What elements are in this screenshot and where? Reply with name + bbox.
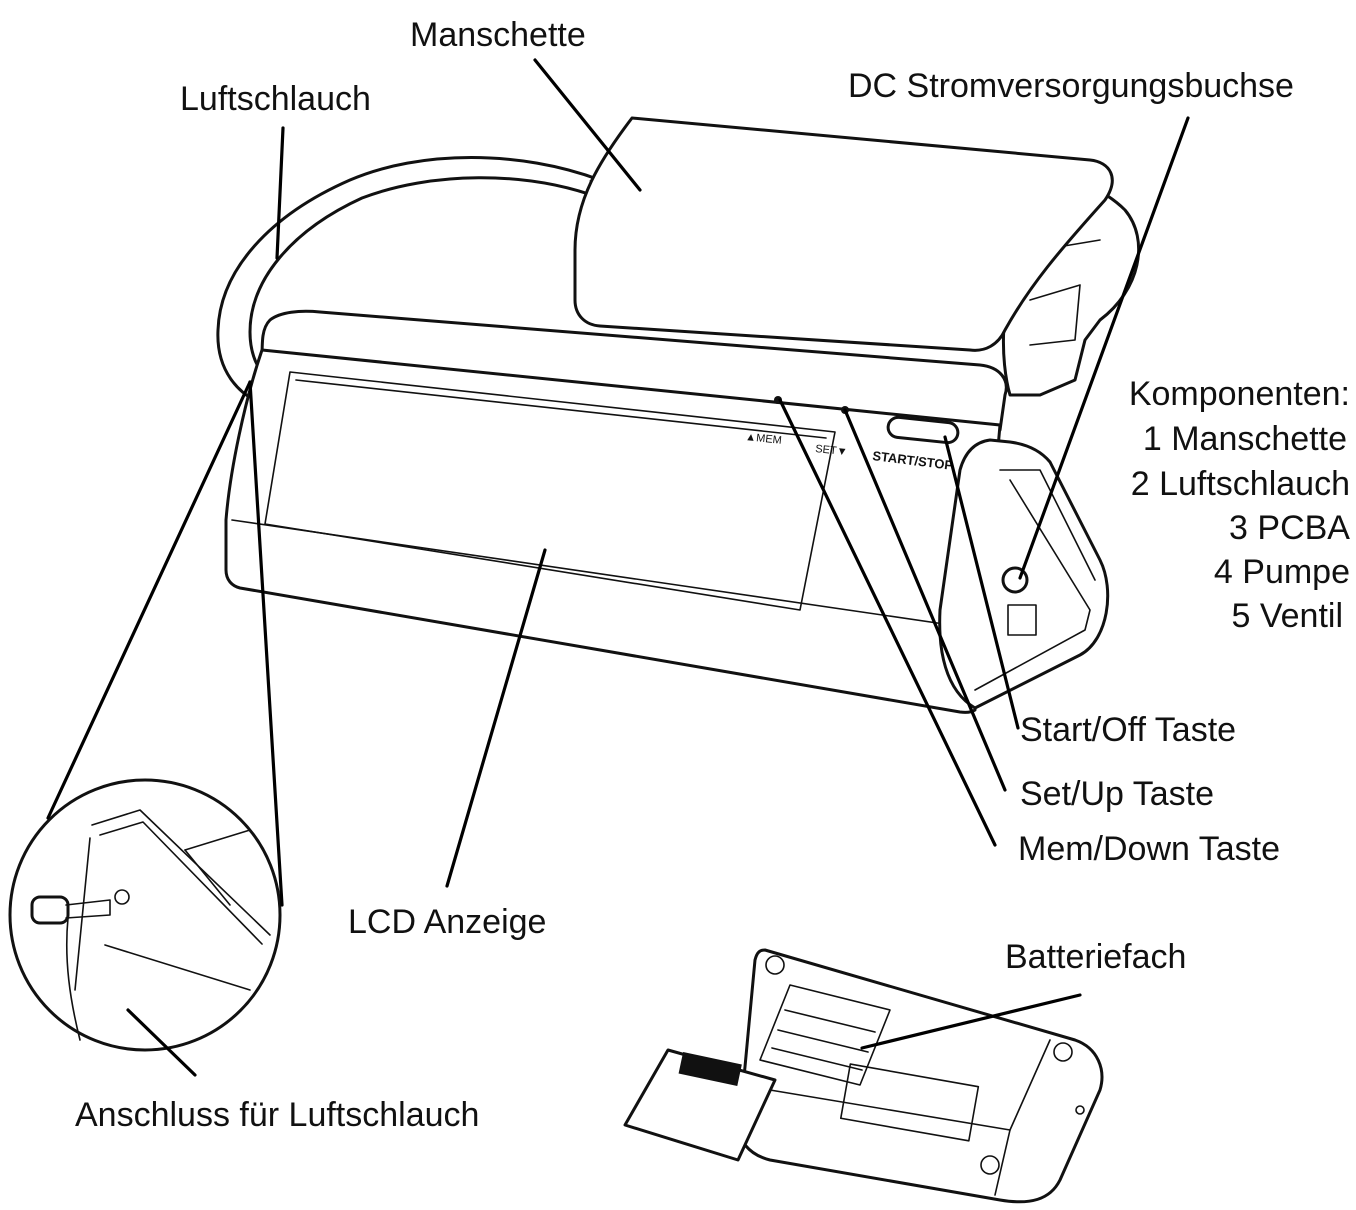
label-mem-key: Mem/Down Taste — [1018, 830, 1280, 868]
tube-port-connector — [32, 897, 68, 923]
label-air-tube: Luftschlauch — [180, 80, 371, 118]
label-set-key: Set/Up Taste — [1020, 775, 1214, 813]
label-battery: Batteriefach — [1005, 938, 1186, 976]
battery-view — [625, 950, 1102, 1202]
device-main-unit: ▲MEM SET▼ START/STOP — [218, 118, 1139, 712]
label-component-1: 1 Manschette — [1143, 420, 1347, 458]
label-component-5: 5 Ventil — [1231, 597, 1343, 635]
label-tube-port: Anschluss für Luftschlauch — [75, 1096, 479, 1134]
label-component-3: 3 PCBA — [1229, 509, 1350, 547]
label-components-title: Komponenten: — [1129, 375, 1350, 413]
label-component-2: 2 Luftschlauch — [1131, 465, 1350, 503]
label-lcd: LCD Anzeige — [348, 903, 546, 941]
label-cuff: Manschette — [410, 16, 586, 54]
tube-port-inset — [10, 780, 280, 1050]
label-component-4: 4 Pumpe — [1214, 553, 1350, 591]
label-dc-socket: DC Stromversorgungsbuchse — [848, 67, 1294, 105]
label-start-key: Start/Off Taste — [1020, 711, 1236, 749]
